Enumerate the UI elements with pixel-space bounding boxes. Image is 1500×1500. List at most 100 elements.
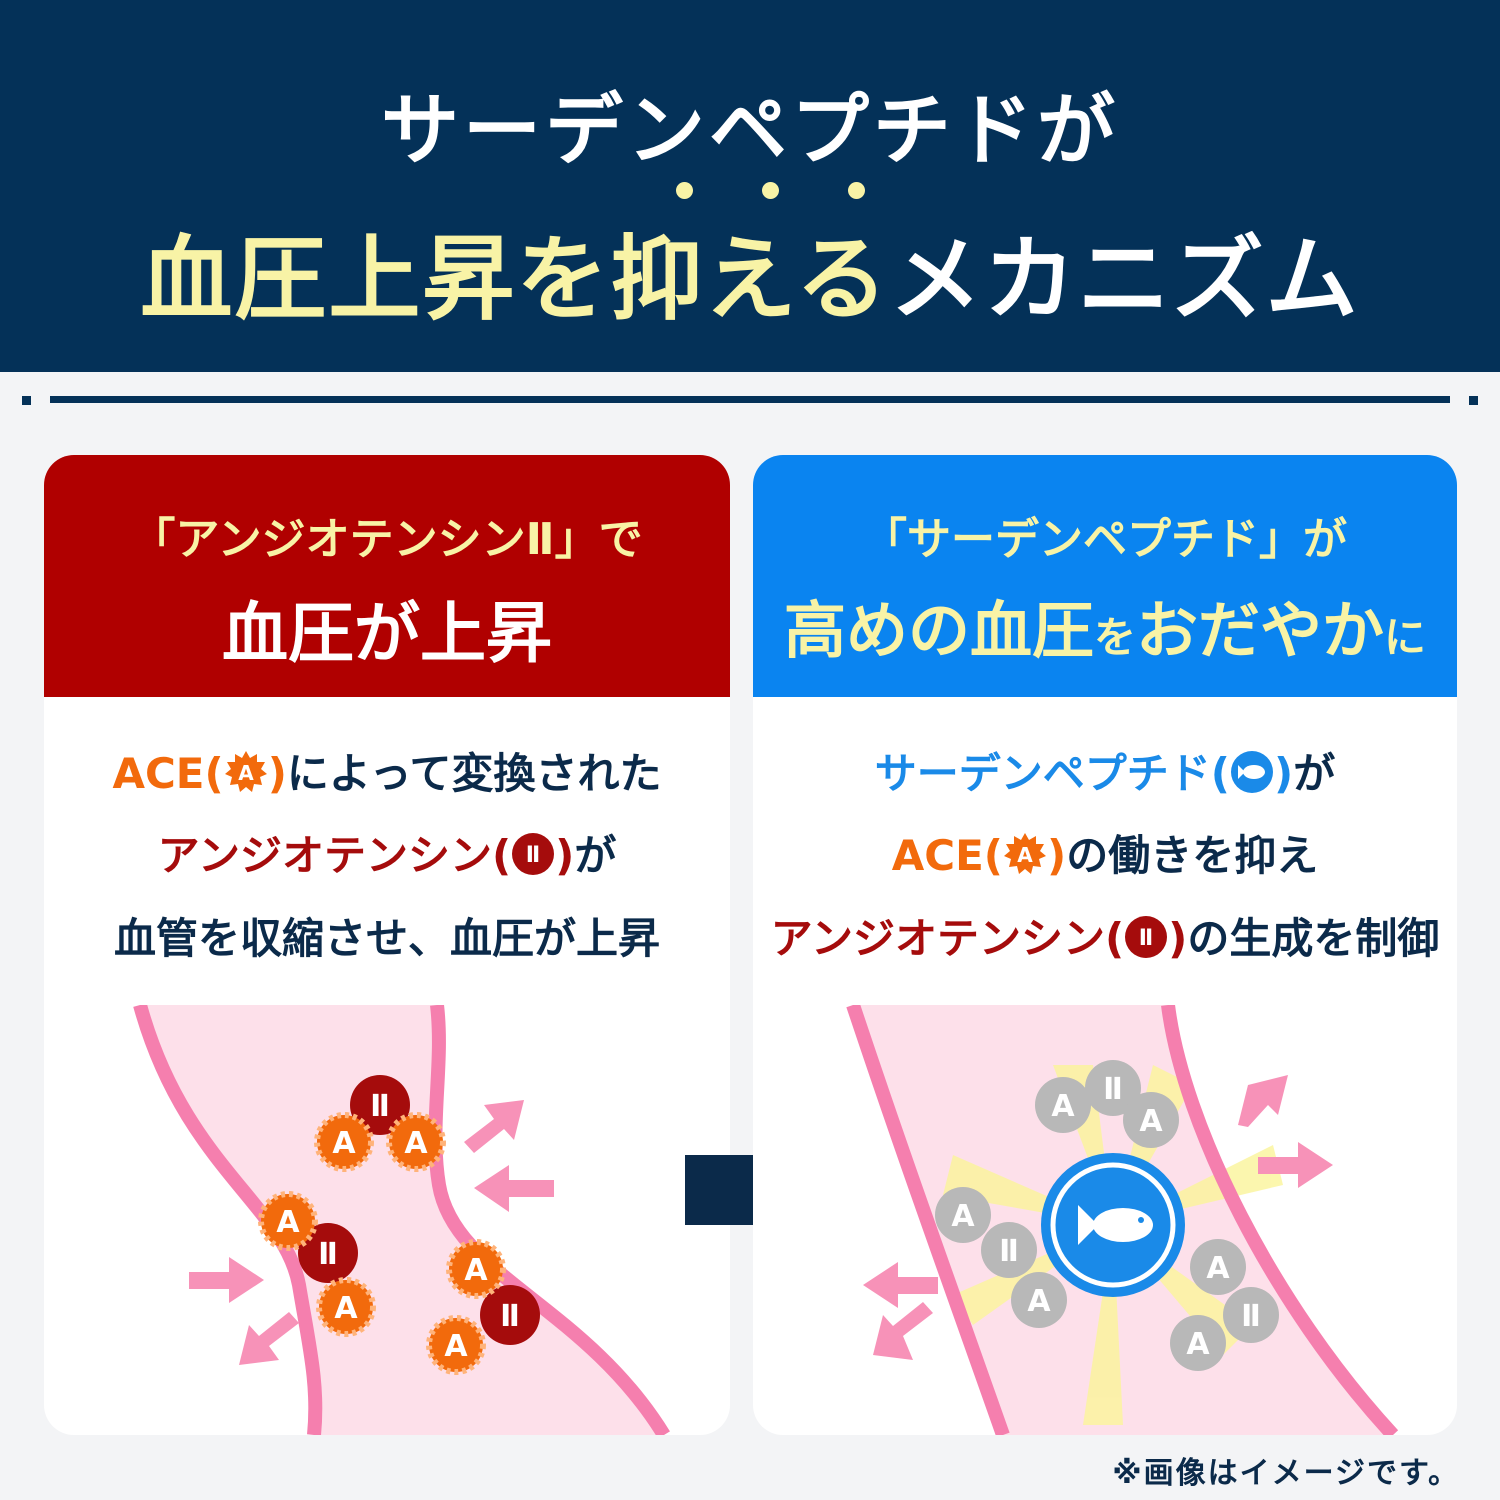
ace-icon: A xyxy=(386,1112,446,1172)
paren: ) xyxy=(267,749,287,798)
angiotensin-icon-inactive: Ⅱ xyxy=(1223,1287,1279,1343)
text-line: アンジオテンシン( Ⅱ)の生成を制御 xyxy=(753,905,1457,966)
title-banner: サーデンペプチドが 血圧上昇を抑えるメカニズム xyxy=(0,0,1500,372)
ace-icon: A xyxy=(258,1191,318,1251)
text: の生成を制御 xyxy=(1187,914,1440,963)
svg-text:A: A xyxy=(1186,1327,1210,1362)
ace-icon-inactive: A xyxy=(1170,1315,1226,1371)
card-sardine-peptide: 「サーデンペプチド」が 高めの血圧をおだやかに サーデンペプチド()が ACE(… xyxy=(753,455,1457,1435)
svg-text:A: A xyxy=(1017,843,1033,867)
vessel-wall xyxy=(428,1005,670,1435)
svg-text:A: A xyxy=(464,1253,488,1288)
ace-icon: A xyxy=(314,1112,374,1172)
svg-text:A: A xyxy=(332,1126,356,1161)
ace-icon-inactive: A xyxy=(1123,1092,1179,1148)
svg-text:Ⅱ: Ⅱ xyxy=(1241,1299,1261,1334)
card-headline: 血圧が上昇 xyxy=(222,595,552,672)
svg-text:A: A xyxy=(276,1205,300,1240)
svg-text:A: A xyxy=(238,761,254,785)
divider xyxy=(50,396,1450,403)
ace-label: ACE xyxy=(112,749,205,798)
text: 高めの血圧 xyxy=(783,594,1094,667)
ace-icon: A xyxy=(426,1315,486,1375)
svg-text:A: A xyxy=(951,1199,975,1234)
svg-text:A: A xyxy=(1051,1089,1075,1124)
ace-icon-inactive: A xyxy=(1190,1239,1246,1295)
angiotensin-icon: Ⅱ xyxy=(350,1075,410,1135)
title-line2: 血圧上昇を抑えるメカニズム xyxy=(0,205,1500,338)
paren: ( xyxy=(1104,914,1125,963)
text: が xyxy=(1293,749,1336,798)
svg-text:A: A xyxy=(334,1291,358,1326)
sardine-peptide-label: サーデンペプチド xyxy=(874,749,1211,798)
text: によって変換された xyxy=(286,749,662,798)
card-subtitle: 「アンジオテンシンⅡ」で xyxy=(131,514,643,565)
svg-text:Ⅱ: Ⅱ xyxy=(370,1089,390,1124)
paren: ) xyxy=(555,831,575,880)
constricted-vessel-illustration: Ⅱ A A Ⅱ A A Ⅱ A A xyxy=(133,1005,670,1435)
paren: ( xyxy=(204,749,224,798)
fish-icon xyxy=(1041,1153,1185,1297)
title-highlight: 血圧上昇を抑える xyxy=(140,226,890,333)
card-header: 「サーデンペプチド」が 高めの血圧をおだやかに xyxy=(753,455,1457,697)
dilation-arrows xyxy=(863,1075,1333,1360)
svg-text:Ⅱ: Ⅱ xyxy=(999,1234,1019,1269)
text-line: ACE( A)の働きを抑え xyxy=(753,822,1457,883)
ace-label: ACE xyxy=(891,831,984,880)
angiotensin-icon: Ⅱ xyxy=(1124,915,1168,959)
svg-text:A: A xyxy=(1027,1284,1051,1319)
title-line1: サーデンペプチドが xyxy=(380,86,1119,176)
angiotensin-icon: Ⅱ xyxy=(298,1223,358,1283)
paren: ( xyxy=(491,831,512,880)
angiotensin-icon: Ⅱ xyxy=(511,832,555,876)
angiotensin-icon: Ⅱ xyxy=(480,1285,540,1345)
svg-text:A: A xyxy=(1206,1251,1230,1286)
ace-icon: A xyxy=(446,1239,506,1299)
text: を xyxy=(1093,613,1136,662)
card-header: 「アンジオテンシンⅡ」で 血圧が上昇 xyxy=(44,455,730,697)
text: が xyxy=(574,831,617,880)
svg-text:Ⅱ: Ⅱ xyxy=(500,1299,520,1334)
card-headline: 高めの血圧をおだやかに xyxy=(753,580,1457,670)
pressure-arrows xyxy=(189,1100,554,1365)
text: の働きを抑え xyxy=(1066,831,1319,880)
card-angiotensin: 「アンジオテンシンⅡ」で 血圧が上昇 ACE(A)によって変換された アンジオテ… xyxy=(44,455,730,1435)
svg-text:A: A xyxy=(404,1126,428,1161)
ace-icon: A xyxy=(1003,832,1047,876)
angiotensin-label: アンジオテンシン xyxy=(770,914,1105,963)
fish-icon xyxy=(1230,750,1274,794)
relaxed-vessel-illustration: A Ⅱ A A Ⅱ A A Ⅱ A xyxy=(846,1005,1399,1435)
paren: ) xyxy=(1274,749,1294,798)
ace-icon: A xyxy=(224,750,268,794)
paren: ( xyxy=(1210,749,1230,798)
svg-text:A: A xyxy=(1139,1104,1163,1139)
divider-end xyxy=(1469,396,1478,405)
text: おだやか xyxy=(1136,594,1385,667)
text-line: アンジオテンシン( Ⅱ)が xyxy=(44,822,730,883)
footnote: ※画像はイメージです。 xyxy=(1112,1456,1460,1491)
angiotensin-icon-inactive: Ⅱ xyxy=(1085,1060,1141,1116)
emphasis-dots xyxy=(0,182,1500,202)
svg-text:Ⅱ: Ⅱ xyxy=(1139,926,1154,951)
card-subtitle: 「サーデンペプチド」が xyxy=(863,514,1347,565)
vessel-wall xyxy=(133,1005,323,1435)
vessel-wall xyxy=(846,1005,1010,1435)
ace-icon: A xyxy=(316,1277,376,1337)
text-line: サーデンペプチド()が xyxy=(753,740,1457,801)
text: に xyxy=(1384,613,1427,662)
paren: ( xyxy=(983,831,1003,880)
svg-text:Ⅱ: Ⅱ xyxy=(526,843,541,868)
paren: ) xyxy=(1047,831,1067,880)
angiotensin-icon-inactive: Ⅱ xyxy=(981,1222,1037,1278)
svg-text:A: A xyxy=(444,1329,468,1364)
paren: ) xyxy=(1168,914,1188,963)
text-line: ACE( A)によって変換された xyxy=(44,740,730,801)
vessel-wall xyxy=(1161,1005,1399,1435)
text-line: 血管を収縮させ、血圧が上昇 xyxy=(113,914,660,963)
title-rest: メカニズム xyxy=(889,226,1360,333)
angiotensin-label: アンジオテンシン xyxy=(157,831,492,880)
ace-icon-inactive: A xyxy=(935,1187,991,1243)
divider-end xyxy=(22,396,31,405)
svg-text:Ⅱ: Ⅱ xyxy=(318,1237,338,1272)
ace-icon-inactive: A xyxy=(1011,1272,1067,1328)
